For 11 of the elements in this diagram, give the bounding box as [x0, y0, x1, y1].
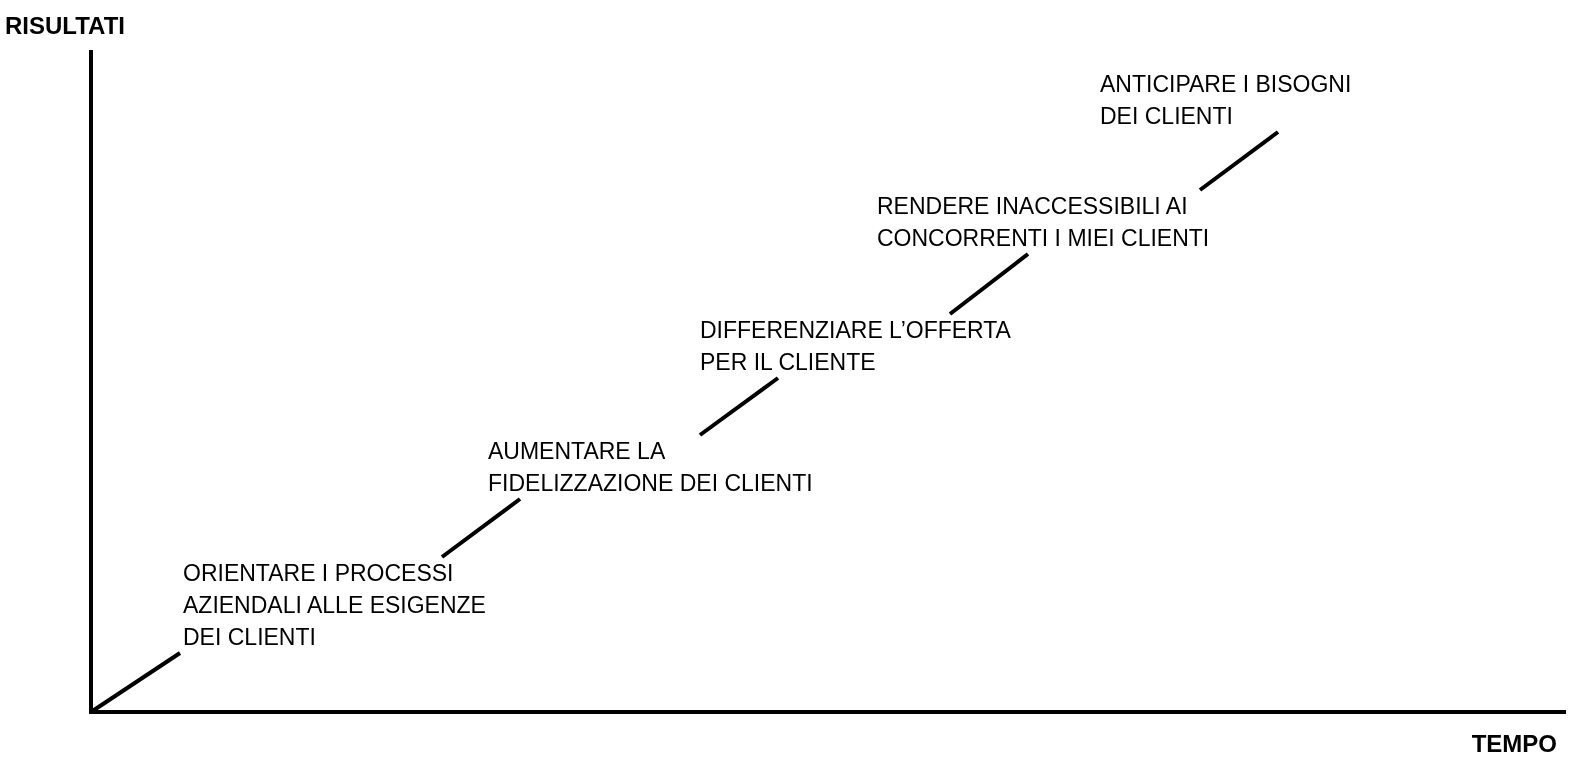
connector-line — [440, 497, 522, 559]
axis-title: TEMPO — [1471, 730, 1557, 758]
axis-title: RISULTATI — [5, 12, 125, 40]
step-label: DIFFERENZIARE L’OFFERTA PER IL CLIENTE — [700, 314, 1011, 378]
connector-line — [948, 252, 1030, 316]
connector-line — [698, 376, 780, 437]
step-label: RENDERE INACCESSIBILI AI CONCORRENTI I MIEI CLIENTI — [877, 190, 1210, 254]
step-label: AUMENTARE LA FIDELIZZAZIONE DEI CLIENTI — [488, 435, 813, 499]
connector-line — [1198, 130, 1280, 192]
step-label: ANTICIPARE I BISOGNI DEI CLIENTI — [1100, 68, 1352, 132]
step-label: ORIENTARE I PROCESSI AZIENDALI ALLE ESIGENZE DEI CLIENTI — [183, 557, 486, 653]
